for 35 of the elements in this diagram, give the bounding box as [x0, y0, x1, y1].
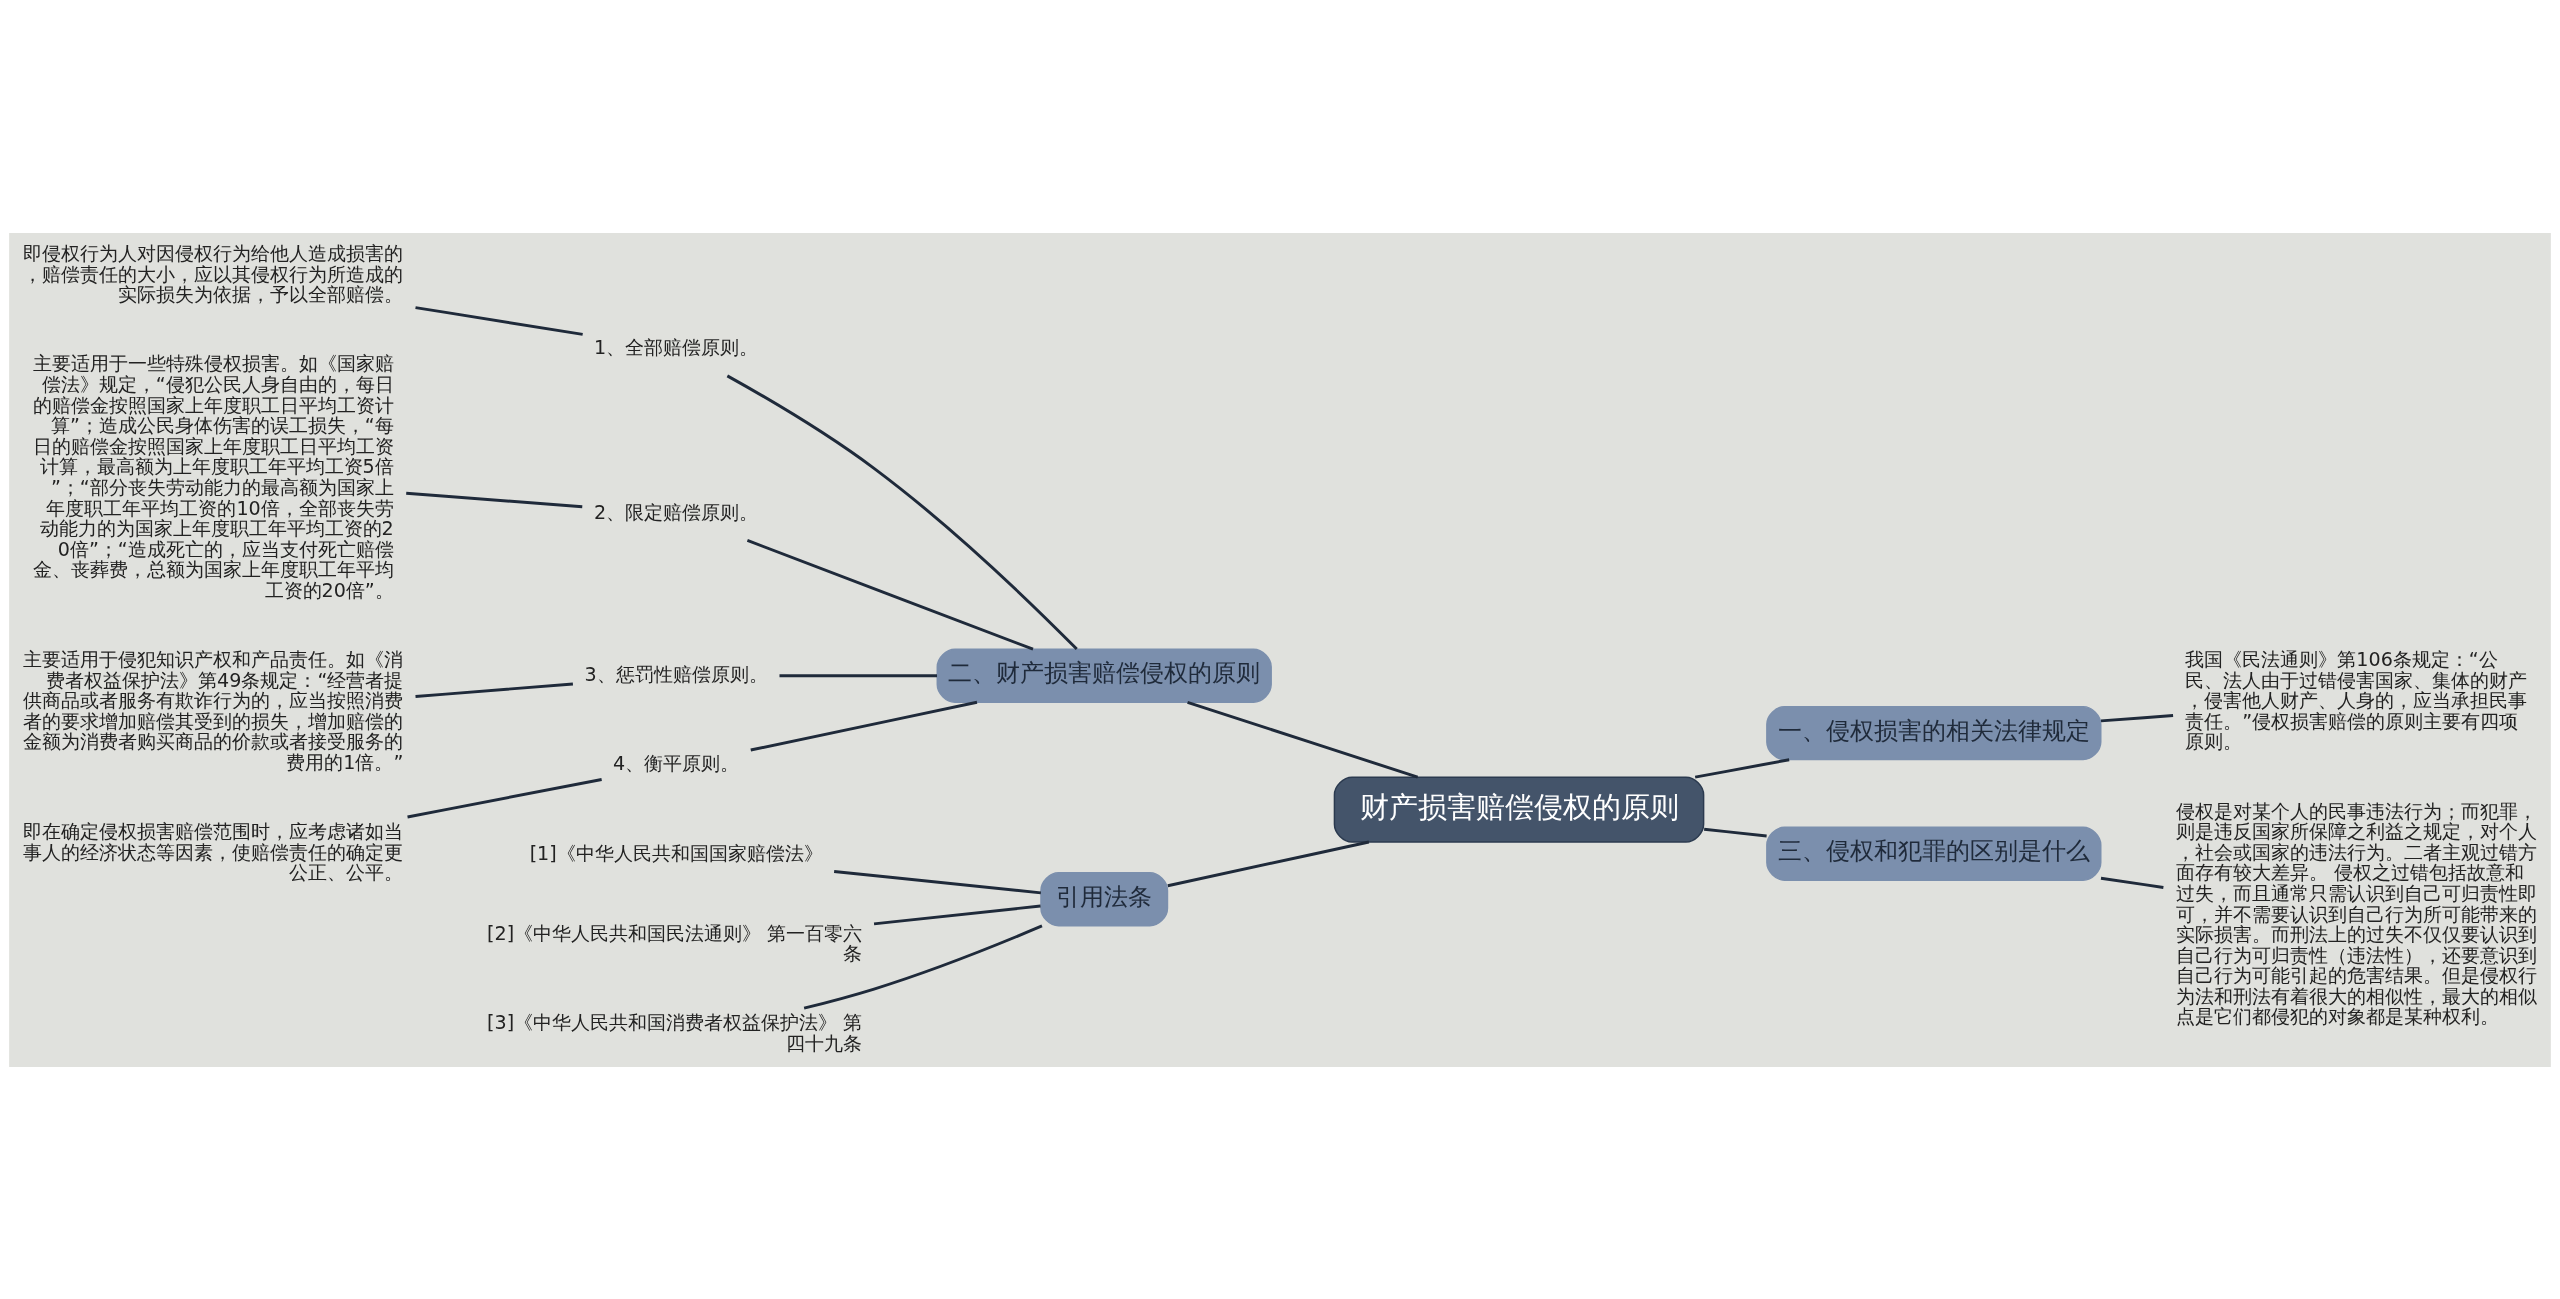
node-text: 即侵权行为人对因侵权行为给他人造成损害的，赔偿责任的大小，应以其侵权行为所造成的实际损失为依据，予以全部赔偿。 [23, 241, 404, 306]
connector [1694, 757, 1790, 779]
node-text: [3]《中华人民共和国消费者权益保护法》 第四十九条 [487, 1010, 863, 1055]
node-box: 引用法条 [1040, 871, 1169, 927]
node-box: 一、侵权损害的相关法律规定 [1766, 705, 2102, 760]
node-text: 4、衡平原则。 [613, 751, 740, 775]
connector [750, 700, 978, 751]
node-text: 主要适用于侵犯知识产权和产品责任。如《消费者权益保护法》第49条规定：“经营者提供商品或者服务有欺诈行为的，应当按照消费者的要求增加赔偿其受到的损失，增加赔偿的金额为消费者购买商品的价款或者接受服务的费用的1倍。” [23, 647, 404, 774]
connector [1167, 840, 1370, 887]
node-text: 侵权是对某个人的民事违法行为；而犯罪，则是违反国家所保障之利益之规定，对个人，社会或国家的违法行为。二者主观过错方面存有较大差异。 侵权之过错包括故意和过失，而且通常只需认识到自己可归责性即可，并不需要认识到自己行为所可能带来的实际损害。而刑法上的过失不仅仅要认识到自己行为可归责性（违法性），还要意识到自己行为可能引起的危害结果。但是侵权行为法和刑法有着很大的相似性，最大的相似点是它们都侵犯的对象都是某种权利。 [2175, 799, 2537, 1028]
node-text: 2、限定赔偿原则。 [594, 500, 759, 524]
connector [2100, 876, 2164, 889]
node-box: 二、财产损害赔偿侵权的原则 [936, 648, 1272, 703]
node-text: 我国《民法通则》第106条规定：“公民、法人由于过错侵害国家、集体的财产，侵害他人财产、人身的，应当承担民事责任。”侵权损害赔偿的原则主要有四项原则。 [2185, 647, 2528, 753]
connector [415, 681, 574, 698]
node-text: 3、惩罚性赔偿原则。 [584, 662, 768, 686]
node-text: 即在确定侵权损害赔偿范围时，应考虑诸如当事人的经济状态等因素，使赔偿责任的确定更公正、公平。 [23, 819, 404, 884]
node-box: 三、侵权和犯罪的区别是什么 [1766, 826, 2102, 881]
connector [2100, 713, 2174, 722]
node-box: 财产损害赔偿侵权的原则 [1333, 776, 1705, 843]
connector [803, 924, 1043, 1010]
connector [415, 305, 583, 336]
connector [746, 538, 1034, 651]
node-text: 主要适用于一些特殊侵权损害。如《国家赔偿法》规定，“侵犯公民人身自由的，每日的赔偿金按照国家上年度职工日平均工资计算”；造成公民身体伤害的误工损失，“每日的赔偿金按照国家上年度职工日平均工资计算，最高额为上年度职工年平均工资5倍”；“部分丧失劳动能力的最高额为国家上年度职工年平均工资的10倍，全部丧失劳动能力的为国家上年度职工年平均工资的20倍”；“造成死亡的，应当支付死亡赔偿金、丧葬费，总额为国家上年度职工年平均工资的20倍”。 [32, 351, 394, 602]
node-text: [2]《中华人民共和国民法通则》 第一百零六条 [487, 921, 863, 965]
connector [1703, 827, 1767, 837]
connector [834, 869, 1042, 894]
node-text: 1、全部赔偿原则。 [594, 335, 759, 359]
connector [873, 904, 1041, 925]
connector [407, 777, 602, 818]
connector [726, 374, 1078, 650]
connector [1187, 700, 1419, 779]
node-text: [1]《中华人民共和国国家赔偿法》 [529, 841, 823, 865]
connector [406, 491, 583, 508]
connector [779, 673, 938, 677]
